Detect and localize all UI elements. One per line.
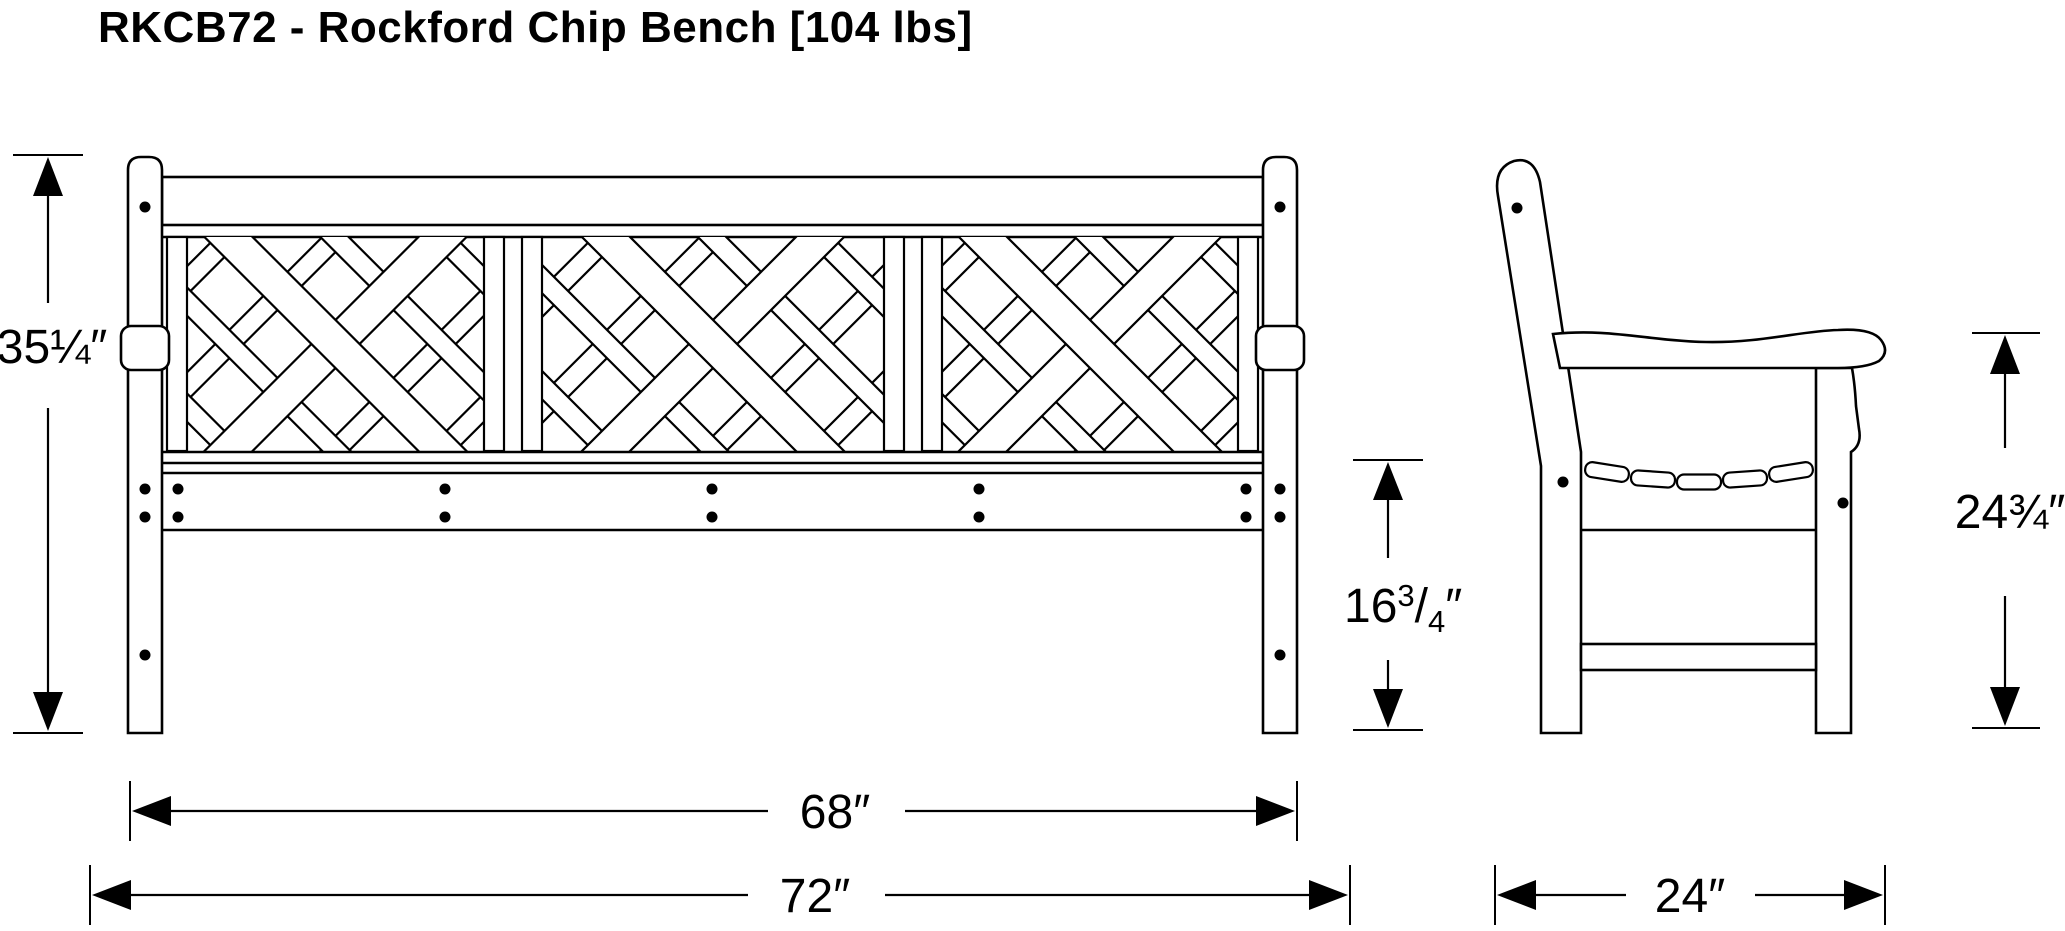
screw-dot [1240,511,1252,523]
lattice-pattern [187,237,484,451]
screw-dot [1274,201,1286,213]
seat-height-slash: / [1415,580,1429,633]
seat-height-label: 163/4″ [1344,578,1462,639]
dimension-overall-width: 72″ [89,865,1351,925]
screw-dot [1837,497,1849,509]
dimension-overall-height: 35¼″ [0,154,107,734]
lattice-vertical-slats [165,235,1260,453]
side-armrest [1551,328,1887,370]
lattice-divider-slat [920,235,944,453]
dimension-arrow-down [1373,689,1403,728]
screw-dot [706,483,718,495]
dimension-arrow-left [132,796,171,826]
screw-dot [973,483,985,495]
lattice-pattern [542,237,884,451]
lattice-slat [187,237,484,451]
chip-lattice-panel-2 [542,237,884,451]
lattice-divider-slat [520,235,544,453]
lattice-slat [942,237,1238,451]
dimension-arm-height: 24¾″ [1955,332,2065,729]
lattice-divider-slat [882,235,906,453]
seat-slat [1584,461,1630,483]
chip-lattice-panel-1 [187,237,484,451]
arm-height-label: 24¾″ [1955,486,2065,539]
lattice-band-group [542,237,884,451]
side-back-post [1495,158,1583,735]
dimension-arrow-down [1990,687,2020,726]
lattice-pattern [942,237,1238,451]
dimension-seat-height: 163/4″ [1344,459,1462,731]
screw-dot [1557,476,1569,488]
screw-dot [1274,511,1286,523]
dimension-arrow-up [1373,462,1403,500]
seat-and-apron [162,450,1263,532]
overall-width-label: 72″ [780,870,850,923]
seat-slat [1768,461,1814,483]
right-post [1261,155,1299,735]
seat-height-denominator: 4 [1428,604,1445,639]
side-front-leg [1814,366,1861,735]
dimension-arrow-right [1309,880,1348,910]
screw-dot [139,201,151,213]
page-title: RKCB72 - Rockford Chip Bench [104 lbs] [98,3,973,52]
dimension-back-width: 68″ [129,781,1298,841]
lattice-slat [542,237,884,451]
overall-height-label: 35¼″ [0,321,107,374]
screw-dot [973,511,985,523]
depth-label: 24″ [1655,870,1725,923]
side-seat-slats [1584,461,1814,491]
screw-dot [439,483,451,495]
right-arm-end-cap [1254,324,1306,372]
screw-dot [139,649,151,661]
seat-height-numerator: 3 [1397,578,1414,613]
front-screw-dots [139,201,1286,661]
lattice-divider-slat [482,235,506,453]
dimension-arrow-right [1256,796,1295,826]
seat-slat [1721,469,1769,489]
screw-dot [439,511,451,523]
dimension-arrow-left [1497,880,1536,910]
dimension-arrow-down [33,692,63,731]
dimension-arrow-left [92,880,131,910]
screw-dot [1274,649,1286,661]
side-screw-dots [1511,202,1849,509]
dimension-arrow-up [1990,335,2020,374]
screw-dot [172,483,184,495]
dimension-depth: 24″ [1494,865,1886,925]
dimension-arrow-right [1844,880,1883,910]
lattice-band-group [187,237,484,451]
left-post [126,155,164,735]
back-width-label: 68″ [800,786,870,839]
side-view [1495,158,1887,735]
back-top-rail [160,175,1265,227]
seat-slat [1675,473,1723,491]
lattice-band-group [942,237,1238,451]
screw-dot [139,511,151,523]
dimension-arrow-up [33,157,63,196]
seat-height-unit: ″ [1445,580,1462,633]
seat-slat [1629,469,1677,489]
screw-dot [172,511,184,523]
front-view [119,155,1306,735]
screw-dot [1511,202,1523,214]
screw-dot [139,483,151,495]
screw-dot [706,511,718,523]
screw-dot [1240,483,1252,495]
side-stretcher-rail [1579,642,1818,672]
chip-lattice-panel-3 [942,237,1238,451]
seat-height-whole: 16 [1344,580,1397,633]
left-arm-end-cap [119,324,171,372]
screw-dot [1274,483,1286,495]
